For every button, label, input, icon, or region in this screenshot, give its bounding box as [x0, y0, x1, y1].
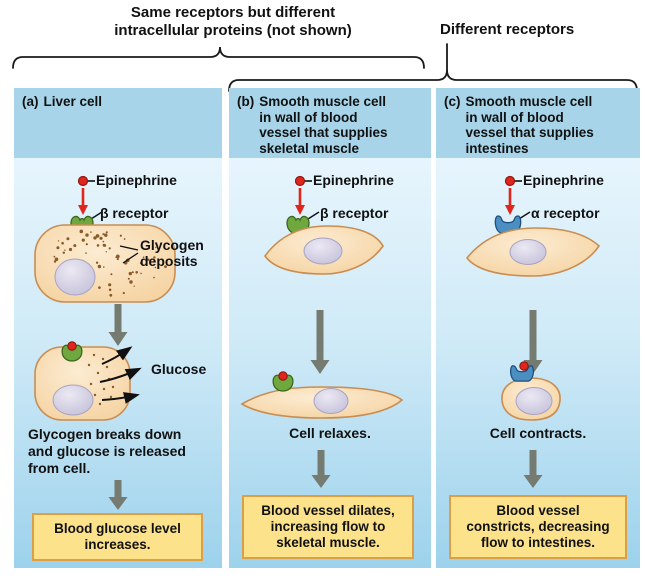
epinephrine-dot-bound: [519, 361, 529, 371]
liver-cell-nucleus: [54, 258, 96, 296]
down-arrow: [523, 310, 543, 374]
panel-a-outcome-box: Blood glucose level increases.: [32, 513, 203, 561]
glycogen-speckles-main: [53, 229, 167, 297]
epinephrine-binding-arrow: [505, 188, 515, 215]
panel-b-caption: Cell relaxes.: [289, 425, 371, 441]
panel-smooth-muscle-intestines: (c) Smooth muscle cell in wall of blood …: [436, 88, 640, 568]
panel-a-graphics: [34, 175, 176, 510]
down-arrow: [311, 450, 331, 488]
glycogen-deposits-label: Glycogen deposits: [140, 237, 204, 269]
panel-c-outcome-box: Blood vessel constricts, decreasing flow…: [449, 495, 627, 559]
glycogen-pointer-lines: [119, 245, 139, 264]
cell-nucleus: [303, 237, 343, 265]
glucose-release-arrows: [99, 346, 142, 404]
down-arrow: [310, 310, 330, 374]
glucose-label: Glucose: [151, 361, 207, 377]
glycogen-speckles-released: [87, 353, 115, 406]
brace-graphics: [12, 43, 638, 92]
panel-smooth-muscle-skeletal: (b) Smooth muscle cell in wall of blood …: [229, 88, 431, 568]
epinephrine-label: Epinephrine: [313, 172, 394, 188]
brace-same-receptors: [12, 46, 425, 69]
epinephrine-dot-bound: [67, 341, 77, 351]
panel-a-title: Liver cell: [43, 94, 103, 109]
panel-a-tag: (a): [22, 94, 39, 109]
beta-receptor-label: β receptor: [320, 205, 389, 221]
down-arrow: [108, 480, 128, 510]
epinephrine-dot-bound: [278, 371, 288, 381]
alpha-receptor-label: α receptor: [531, 205, 600, 221]
epinephrine-binding-arrow: [295, 188, 305, 215]
receptor-pointer-line: [307, 211, 320, 220]
epinephrine-label: Epinephrine: [96, 172, 177, 188]
liver-cell-nucleus: [52, 384, 94, 416]
alpha-receptor-icon: [494, 215, 522, 234]
receptor-pointer-line: [518, 211, 531, 220]
cell-nucleus: [313, 388, 349, 414]
panel-a-body: Epinephrine β receptor Glycogen deposits…: [14, 158, 222, 568]
panel-b-title: Smooth muscle cell in wall of blood vess…: [259, 94, 388, 156]
panel-c-caption: Cell contracts.: [489, 425, 587, 441]
down-arrow: [108, 304, 128, 346]
panel-c-header: (c) Smooth muscle cell in wall of blood …: [436, 88, 640, 158]
panel-b-body: Epinephrine β receptor Cell relaxes. Blo…: [229, 158, 431, 568]
cell-nucleus: [515, 387, 553, 415]
panel-c-graphics: [465, 175, 601, 488]
epinephrine-dot: [504, 175, 516, 187]
panel-b-outcome-box: Blood vessel dilates, increasing flow to…: [242, 495, 414, 559]
down-arrow: [523, 450, 543, 488]
epinephrine-binding-arrow: [78, 188, 88, 215]
receptor-pointer-line: [90, 211, 103, 220]
panel-a-caption: Glycogen breaks down and glucose is rele…: [28, 426, 186, 476]
annotation-different-receptors: Different receptors: [440, 21, 575, 38]
cell-nucleus: [509, 239, 547, 265]
panel-c-tag: (c): [444, 94, 461, 109]
epinephrine-label: Epinephrine: [523, 172, 604, 188]
panel-a-header: (a) Liver cell: [14, 88, 222, 158]
panel-c-title: Smooth muscle cell in wall of blood vess…: [465, 94, 594, 156]
panel-b-tag: (b): [237, 94, 255, 109]
beta-receptor-label: β receptor: [100, 205, 169, 221]
panel-c-body: Epinephrine α receptor Cell contracts. B…: [436, 158, 640, 568]
panel-b-graphics: [240, 175, 404, 488]
epinephrine-dot: [294, 175, 306, 187]
panel-liver-cell: (a) Liver cell: [14, 88, 222, 568]
panel-b-header: (b) Smooth muscle cell in wall of blood …: [229, 88, 431, 158]
epinephrine-dot: [77, 175, 89, 187]
annotation-same-receptors: Same receptors but different intracellul…: [114, 4, 352, 39]
